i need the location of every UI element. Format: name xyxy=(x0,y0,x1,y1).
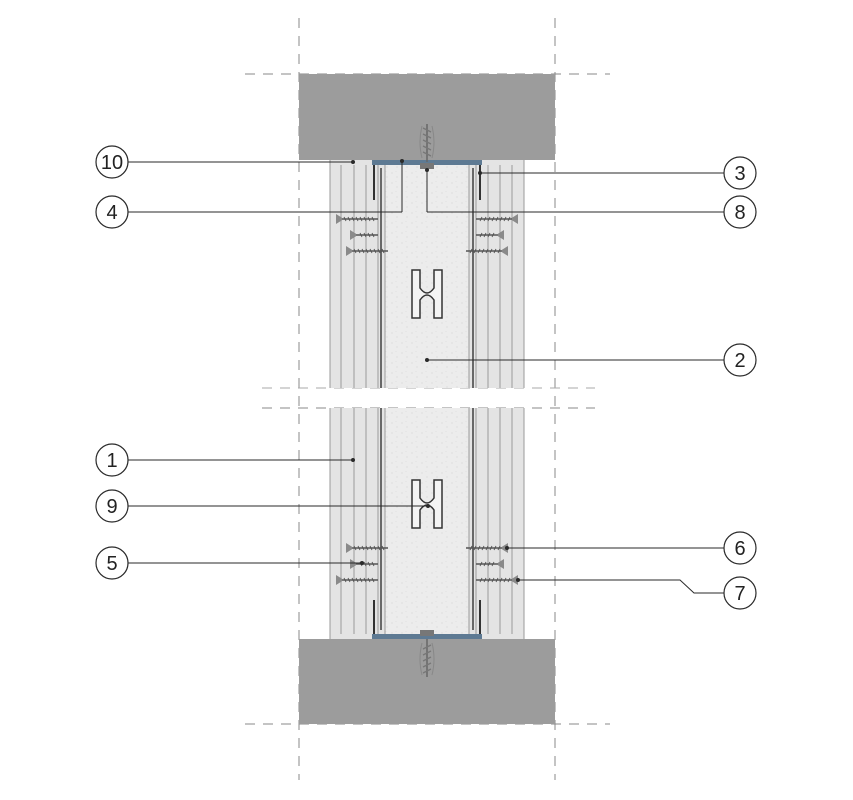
callout-10: 10 xyxy=(95,145,129,179)
callout-7-label: 7 xyxy=(734,583,745,605)
callout-4-label: 4 xyxy=(106,202,117,224)
callout-5: 5 xyxy=(95,546,129,580)
callout-1-label: 1 xyxy=(106,450,117,472)
callout-10-label: 10 xyxy=(101,152,123,174)
callout-3-label: 3 xyxy=(734,163,745,185)
callout-8-label: 8 xyxy=(734,202,745,224)
wall-lower xyxy=(329,408,525,639)
callout-8: 8 xyxy=(723,195,757,229)
callouts: 10 4 1 9 5 3 8 2 6 7 xyxy=(95,145,757,610)
leader-lines xyxy=(128,161,724,594)
callout-7: 7 xyxy=(723,576,757,610)
h-stud-lower xyxy=(411,479,443,529)
callout-9-label: 9 xyxy=(106,496,117,518)
leader-dots xyxy=(351,159,520,582)
callout-2-label: 2 xyxy=(734,350,745,372)
callout-5-label: 5 xyxy=(106,553,117,575)
callout-9: 9 xyxy=(95,489,129,523)
callout-2: 2 xyxy=(723,343,757,377)
callout-6-label: 6 xyxy=(734,538,745,560)
h-stud-upper xyxy=(411,269,443,319)
bottom-track-profile xyxy=(372,600,482,639)
callout-1: 1 xyxy=(95,443,129,477)
callout-4: 4 xyxy=(95,195,129,229)
top-track-profile xyxy=(372,160,482,200)
callout-6: 6 xyxy=(723,531,757,565)
callout-3: 3 xyxy=(723,156,757,190)
